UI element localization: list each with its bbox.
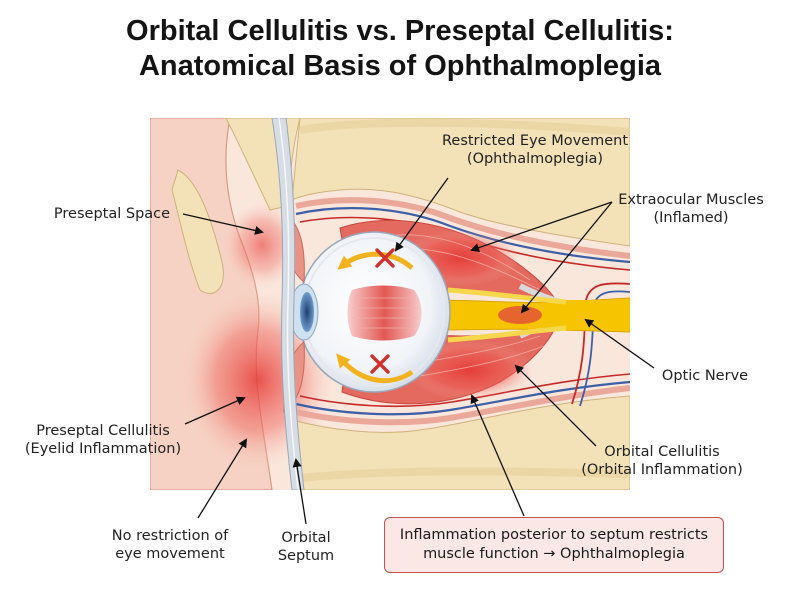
diagram-title: Orbital Cellulitis vs. Preseptal Celluli… <box>0 14 800 84</box>
label-orbital-cellulitis: Orbital Cellulitis (Orbital Inflammation… <box>581 444 743 478</box>
orbital-floor-bone <box>291 395 630 490</box>
label-orbital-septum: Orbital Septum <box>277 530 335 564</box>
label-no-restriction: No restriction of eye movement <box>111 528 229 562</box>
orbital-roof-bone <box>291 118 630 247</box>
ophthalmoplegia-callout-box: Inflammation posterior to septum restric… <box>384 517 724 573</box>
label-preseptal-cellulitis: Preseptal Cellulitis (Eyelid Inflammatio… <box>24 423 182 457</box>
title-line-1: Orbital Cellulitis vs. Preseptal Celluli… <box>126 15 674 47</box>
nasal-bone <box>171 169 224 294</box>
callout-line-2: muscle function → Ophthalmoplegia <box>423 546 685 562</box>
lens <box>347 285 422 341</box>
upward-movement-arrow <box>337 251 414 270</box>
leader-lines <box>182 177 655 525</box>
label-preseptal-space: Preseptal Space <box>53 206 171 222</box>
iris <box>300 292 314 332</box>
inferior-vessel <box>295 380 630 416</box>
label-restricted-eye-movement: Restricted Eye Movement (Ophthalmoplegia… <box>441 133 629 167</box>
restriction-x-lower <box>370 354 390 374</box>
restriction-x-upper <box>375 248 395 268</box>
title-line-2: Anatomical Basis of Ophthalmoplegia <box>138 50 662 82</box>
label-optic-nerve: Optic Nerve <box>661 368 749 384</box>
superior-vessel <box>295 207 630 264</box>
anatomy-panel <box>150 118 630 490</box>
downward-movement-arrow <box>336 353 414 384</box>
callout-line-1: Inflammation posterior to septum restric… <box>399 527 709 543</box>
label-extraocular-muscles: Extraocular Muscles (Inflamed) <box>618 192 764 226</box>
